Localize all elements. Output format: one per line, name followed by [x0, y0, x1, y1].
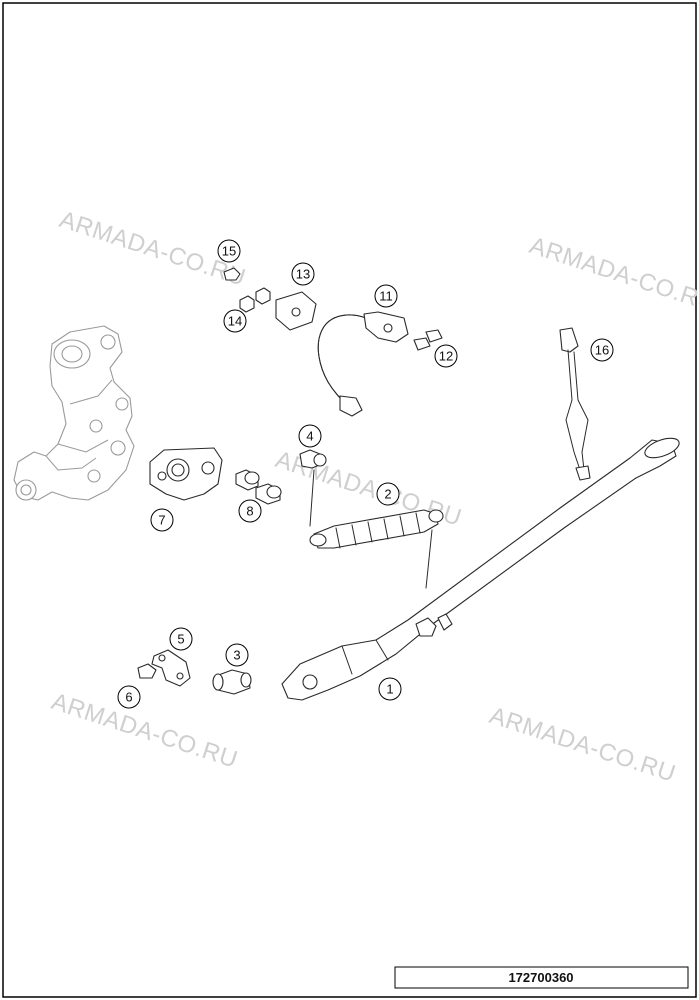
callout-13: 13: [291, 262, 315, 286]
callout-label: 2: [384, 487, 391, 502]
bracket-part-5: [151, 649, 191, 687]
callout-label: 7: [158, 513, 165, 528]
callout-label: 16: [595, 343, 609, 358]
callout-11: 11: [374, 284, 398, 308]
callout-12: 12: [434, 344, 458, 368]
callout-16: 16: [590, 338, 614, 362]
callout-7: 7: [150, 508, 174, 532]
strap-part-16: [559, 327, 591, 481]
callout-4: 4: [298, 424, 322, 448]
callout-8: 8: [238, 499, 262, 523]
plate-part-7: [149, 447, 223, 501]
watermark: ARMADA-CO.RU: [526, 232, 699, 318]
watermark: ARMADA-CO.RU: [486, 702, 679, 788]
diagram-code: 172700360: [508, 970, 573, 985]
callout-label: 5: [177, 632, 184, 647]
callout-label: 14: [228, 314, 242, 329]
callout-label: 4: [306, 429, 313, 444]
side-stand-part-1: [281, 437, 680, 701]
screws-part-12: [413, 329, 443, 351]
sensor-cable-part-11: [317, 311, 409, 417]
spring-part-2: [309, 509, 444, 589]
callout-label: 12: [439, 349, 453, 364]
bolt-part-15: [223, 267, 241, 281]
callout-1: 1: [378, 677, 402, 701]
callout-label: 1: [386, 682, 393, 697]
callout-6: 6: [117, 685, 141, 709]
callout-label: 13: [296, 267, 310, 282]
callout-2: 2: [376, 482, 400, 506]
callout-14: 14: [223, 309, 247, 333]
bolts-part-8: [235, 469, 282, 505]
callout-label: 8: [246, 504, 253, 519]
diagram-code-box: 172700360: [394, 966, 689, 989]
bushing-part-3: [212, 669, 252, 695]
watermark: ARMADA-CO.RU: [48, 688, 241, 774]
bolt-part-4: [299, 449, 327, 527]
callout-label: 6: [125, 690, 132, 705]
callout-label: 15: [222, 244, 236, 259]
callout-5: 5: [169, 627, 193, 651]
callout-15: 15: [217, 239, 241, 263]
frame-bracket-drawing: [13, 325, 135, 501]
switch-block-part-13: [275, 291, 317, 331]
callout-label: 11: [379, 289, 393, 304]
screw-part-6: [137, 663, 157, 679]
nut-part-14: [239, 287, 271, 313]
callout-3: 3: [225, 643, 249, 667]
callouts: 1 2 3 4 5 6 7 8 11 12 13 14 15 16: [117, 239, 614, 709]
callout-label: 3: [233, 648, 240, 663]
